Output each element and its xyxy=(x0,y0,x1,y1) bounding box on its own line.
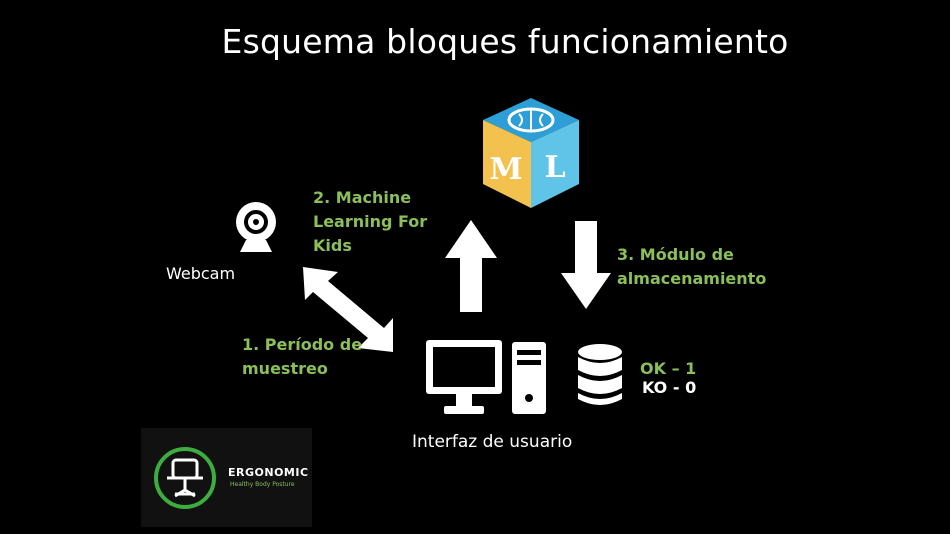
step3-line1: 3. Módulo de xyxy=(617,245,734,264)
ml-letter-l: L xyxy=(544,150,565,185)
database-icon xyxy=(578,344,622,405)
ergonomic-name: ERGONOMIC xyxy=(228,466,309,479)
webcam-icon xyxy=(236,202,276,252)
ml-cube-logo: M L xyxy=(483,98,579,208)
webcam-label: Webcam xyxy=(166,264,236,283)
status-ok: OK – 1 xyxy=(640,359,697,378)
down-arrow-icon xyxy=(561,221,611,309)
page-title: Esquema bloques funcionamiento xyxy=(221,22,789,61)
computer-icon xyxy=(426,340,546,414)
step1-label: 1. Período de muestreo xyxy=(242,333,412,381)
step2-line2: Learning For Kids xyxy=(313,212,428,255)
step1-line2: muestreo xyxy=(242,359,328,378)
up-arrow-icon xyxy=(445,220,497,312)
brain-icon xyxy=(507,107,555,133)
step2-label: 2. Machine Learning For Kids xyxy=(313,186,463,258)
chair-icon xyxy=(154,447,216,509)
step1-line1: 1. Período de xyxy=(242,335,363,354)
step2-line1: 2. Machine xyxy=(313,188,412,207)
ergonomic-tagline: Healthy Body Posture xyxy=(230,481,295,488)
interface-label: Interfaz de usuario xyxy=(412,432,573,452)
step3-label: 3. Módulo de almacenamiento xyxy=(617,243,787,291)
ml-letter-m: M xyxy=(489,152,522,187)
status-ko: KO - 0 xyxy=(642,378,697,397)
step3-line2: almacenamiento xyxy=(617,269,767,288)
double-arrow-icon xyxy=(303,267,393,352)
